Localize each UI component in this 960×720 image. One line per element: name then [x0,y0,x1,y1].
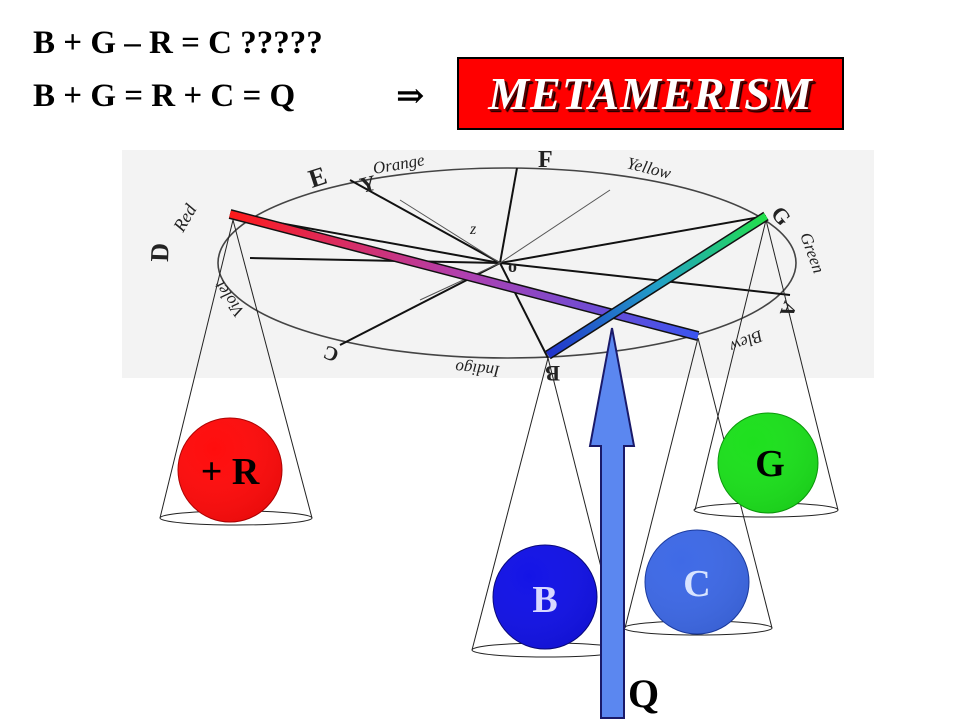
wheel-label-o: o [508,256,517,276]
wheel-label-D: D [145,242,175,262]
ball-label-B: B [532,579,557,621]
metamerism-title: METAMERISM [488,68,813,119]
bar-indigo-to-green [546,213,768,358]
ball-green: G [717,412,819,514]
wheel-label-F: F [538,147,553,173]
wheel-thin-lines [399,189,611,301]
wheel-ellipse [217,167,797,359]
q-arrow [588,327,636,719]
wheel-label-Y: Y [357,170,379,198]
ball-blue: B [492,544,598,650]
ball-cyan: C [644,529,750,635]
bar-red-to-blue [229,210,699,340]
ball-red: + R [177,417,283,523]
ball-label-G: G [755,443,785,485]
equation-line-2: B + G = R + C = Q [33,78,296,114]
wheel-label-z: z [469,221,477,238]
ball-label-R: + R [201,451,260,493]
wheel-label-B: B [545,361,560,386]
implies-symbol: ⇒ [396,78,425,115]
equation-line-1: B + G – R = C ????? [33,25,323,61]
ball-label-C: C [683,563,710,605]
wheel-label-C: C [321,340,342,366]
arrow-label-Q: Q [628,671,659,716]
metamerism-banner: METAMERISM [457,57,844,130]
wheel-label-indigo: Indigo [454,358,501,381]
